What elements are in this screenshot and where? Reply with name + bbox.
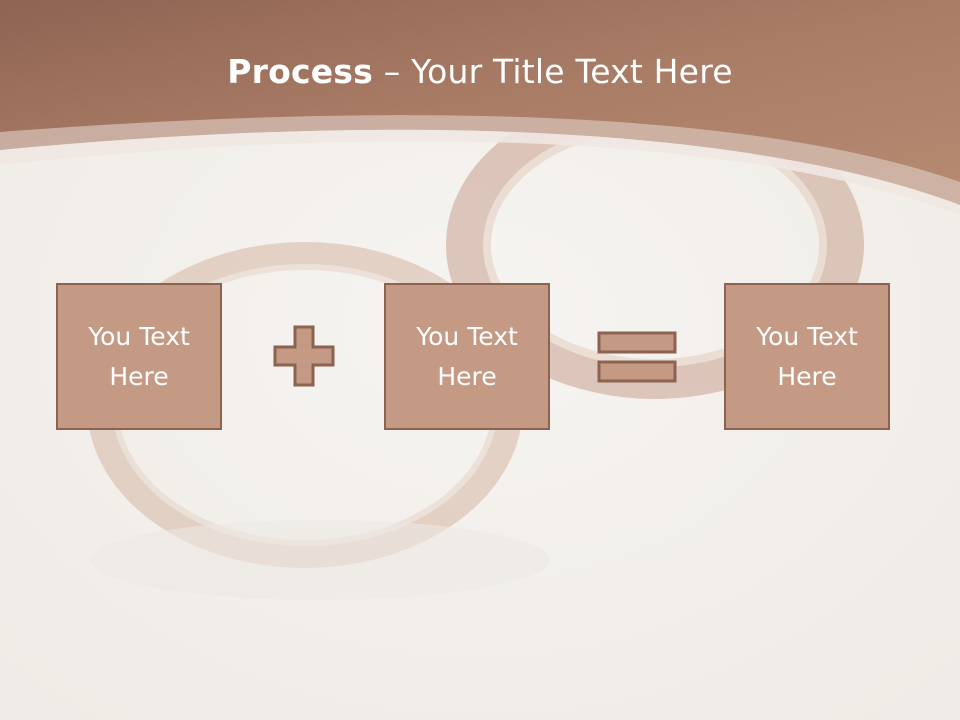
process-box-1-text: You Text Here xyxy=(88,321,190,391)
process-box-2-text: You Text Here xyxy=(416,321,518,391)
title-rest: Your Title Text Here xyxy=(411,52,733,91)
process-box-3-text: You Text Here xyxy=(756,321,858,391)
equals-icon xyxy=(597,331,677,383)
header-band xyxy=(0,0,960,205)
process-box-3: You Text Here xyxy=(724,283,890,430)
slide-title: Process – Your Title Text Here xyxy=(0,52,960,91)
process-box-2: You Text Here xyxy=(384,283,550,430)
title-dash: – xyxy=(373,52,412,91)
process-box-1: You Text Here xyxy=(56,283,222,430)
title-bold: Process xyxy=(227,52,373,91)
plus-icon xyxy=(273,325,335,387)
